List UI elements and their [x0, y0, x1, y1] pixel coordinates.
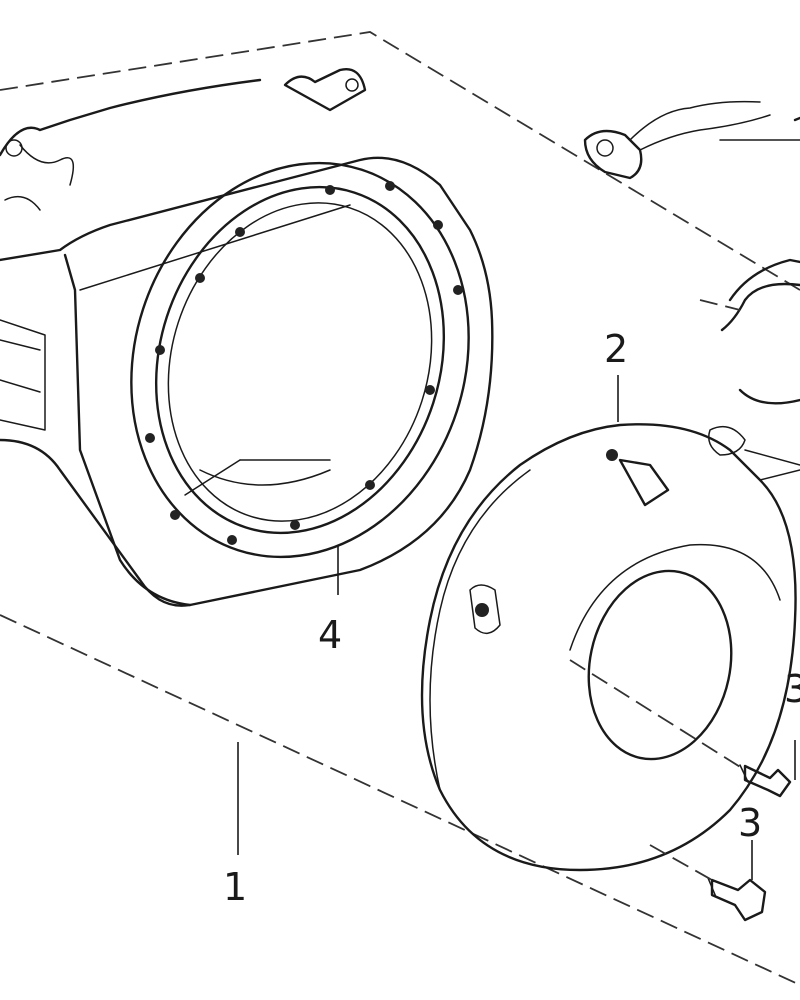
fan-shroud [0, 68, 494, 607]
bolt-upper [739, 740, 796, 798]
assembly-group-outline [0, 31, 800, 986]
callout-3a: 3 [784, 667, 800, 711]
starter-handle [708, 258, 800, 481]
callout-3b: 3 [738, 801, 762, 845]
bolt-lower [707, 840, 767, 922]
callout-2: 2 [604, 327, 628, 371]
flange-bolt-holes [145, 181, 463, 545]
switch-connector [583, 100, 800, 180]
starter-cover [420, 423, 797, 872]
callout-4: 4 [318, 613, 342, 657]
callout-1: 1 [223, 865, 247, 909]
